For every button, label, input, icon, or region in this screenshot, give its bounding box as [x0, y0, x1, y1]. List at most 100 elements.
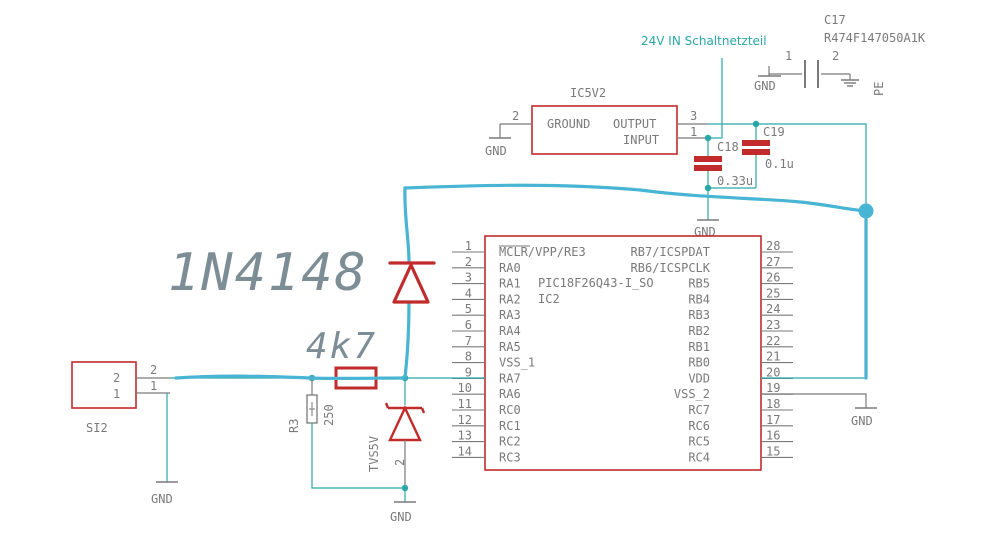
c18-value: 0.33u: [717, 174, 753, 188]
ic5-input-label: INPUT: [623, 133, 659, 147]
ic5-name: IC5V2: [570, 86, 606, 100]
ic2-body: [484, 235, 762, 471]
pe-label: PE: [872, 82, 886, 96]
ic2-right-pin-name: RB6/ICSPCLK: [631, 261, 711, 275]
net-label-24v: 24V IN Schaltnetzteil: [641, 34, 767, 48]
wire-24v-input: [708, 58, 723, 139]
ic2-right-pin-name: RB7/ICSPDAT: [631, 245, 710, 259]
ic2-name: IC2: [538, 292, 560, 306]
ic2-right-pin-number: 26: [766, 271, 780, 285]
ic2-left-pin-number: 10: [458, 381, 472, 395]
ic2-right-pin-number: 25: [766, 286, 780, 300]
ic2-right-pin-name: RB3: [688, 308, 710, 322]
si2-connector: [71, 361, 137, 409]
ic2-right-pin-name: RB4: [688, 292, 710, 306]
ic2-right-pin-number: 22: [766, 334, 780, 348]
si2-wire-pin-2: 2: [150, 363, 157, 377]
ic2-left-pin-name: RA5: [499, 340, 521, 354]
ic2-right-pin-number: 28: [766, 239, 780, 253]
ic2-left-pin-name: RC3: [499, 450, 521, 464]
r3-name: R3: [287, 419, 301, 433]
wire-vss2: [761, 393, 867, 408]
ic2-left-pin-name: RA6: [499, 387, 521, 401]
ic2-left-pin-number: 3: [465, 271, 472, 285]
tvs-gnd-label: GND: [390, 510, 412, 524]
hand-wire-signal: [174, 374, 406, 381]
ic2-part: PIC18F26Q43-I_SO: [538, 276, 654, 290]
ic5-pin-1: 1: [690, 125, 697, 139]
c17-pin-1: 1: [785, 49, 792, 63]
hand-label-1n4148: 1N4148: [168, 243, 368, 303]
ic2-left-pin-number: 12: [458, 413, 472, 427]
pe-earth-symbol: [841, 74, 859, 87]
ic2-left-pin-name: RC2: [499, 435, 521, 449]
ic2-right-pin-number: 24: [766, 302, 780, 316]
caps-gnd-label: GND: [694, 225, 716, 239]
c17-value: R474F147050A1K: [824, 31, 926, 45]
hand-wire-diode-bottom: [403, 300, 411, 380]
ic5-output-label: OUTPUT: [613, 117, 656, 131]
ic2-right-pin-name: RC4: [688, 450, 710, 464]
si2-gnd-label: GND: [151, 492, 173, 506]
ic2-left-pin-number: 13: [458, 429, 472, 443]
ic2-left-pin-name: RA7: [499, 371, 521, 385]
si2-pin-label-2: 2: [113, 371, 120, 385]
si2-pin-label-1: 1: [113, 387, 120, 401]
c19-value: 0.1u: [765, 157, 794, 171]
ic2-right-pin-name: VSS_2: [674, 387, 710, 401]
ic2-right-pin-name: VDD: [688, 371, 710, 385]
ic2-left-pin-name: RA3: [499, 308, 521, 322]
ic2-right-pin-number: 15: [766, 444, 780, 458]
ic2-right-pin-number: 19: [766, 381, 780, 395]
ic2-left-pin-number: 8: [465, 350, 472, 364]
c18-name: C18: [717, 140, 739, 154]
si2-wire-pin-1: 1: [150, 379, 157, 393]
junction-input: [704, 134, 712, 142]
c17-pin-2: 2: [832, 49, 839, 63]
ic5-ground-label: GROUND: [547, 117, 590, 131]
ic2-left-pin-number: 6: [465, 318, 472, 332]
ic2-left-pin-number: 1: [465, 239, 472, 253]
vss2-gnd-label: GND: [851, 414, 873, 428]
junction-c19: [752, 120, 760, 128]
ic2-right-pin-number: 21: [766, 350, 780, 364]
c18-capacitor: [694, 156, 722, 171]
ic5-pin-2: 2: [512, 109, 519, 123]
c19-capacitor: [742, 140, 770, 155]
ic2-right-pin-number: 17: [766, 413, 780, 427]
ic2-right-pin-name: RC5: [688, 435, 710, 449]
tvs-diode: [384, 402, 426, 442]
ic2-left-pin-number: 14: [458, 444, 472, 458]
junction-cap-gnd: [704, 184, 712, 192]
ic2-right-pin-number: 16: [766, 429, 780, 443]
ic2-right-pin-name: RB2: [688, 324, 710, 338]
ic2-left-pin-number: 5: [465, 302, 472, 316]
hand-wire-diode-to-vdd: [403, 183, 868, 380]
si2-name: SI2: [86, 421, 108, 435]
tvs-pin-2: 2: [393, 459, 407, 466]
ic2-left-pin-number: 9: [465, 365, 472, 379]
ic2-right-pin-name: RB1: [688, 340, 710, 354]
ic2-right-pin-number: 18: [766, 397, 780, 411]
ic2-right-pin-number: 23: [766, 318, 780, 332]
ic2-left-pin-name: RA4: [499, 324, 521, 338]
ic2-left-pin-number: 4: [465, 286, 472, 300]
tvs-name: TVS5V: [367, 436, 381, 472]
ic2-left-pin-name: RC1: [499, 419, 521, 433]
c17-name: C17: [824, 13, 846, 27]
ic2-left-pin-name: RA0: [499, 261, 521, 275]
wire-r3-bottom: [311, 423, 405, 489]
ic2-right-pin-number: 27: [766, 255, 780, 269]
ic2-left-pin-name: RA1: [499, 277, 521, 291]
c17-capacitor: [769, 60, 850, 88]
ic2-right-pin-name: RB5: [688, 277, 710, 291]
ic2-left-pin-name: VSS_1: [499, 356, 535, 370]
ic2-left-pin-name: MCLR/VPP/RE3: [499, 245, 586, 259]
c17-gnd-symbol: [758, 66, 781, 77]
ic2-right-pin-number: 20: [766, 365, 780, 379]
ic2-left-pin-name: RC0: [499, 403, 521, 417]
r3-value: 250: [322, 404, 336, 426]
ic5-gnd-label: GND: [485, 144, 507, 158]
